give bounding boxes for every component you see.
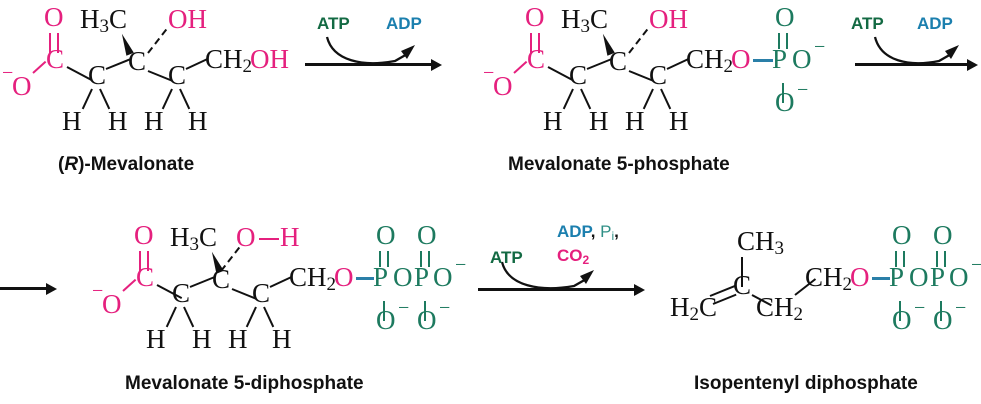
atom-h2: H (589, 106, 609, 136)
atom-phosphoryl-oxygen-2: O (417, 220, 437, 250)
atom-phosphorus-1: P (889, 262, 905, 292)
atom-phosphate-2-oxygen-bottom: O (417, 305, 437, 335)
atom-phosphoryl-oxygen: O (775, 2, 795, 32)
charge-terminal-negative: − (455, 254, 467, 276)
atom-phosphorus-1: P (373, 262, 389, 292)
curved-cofactor-arrow-3 (500, 261, 594, 290)
atom-h4: H (272, 324, 292, 354)
atom-h4: H (669, 106, 689, 136)
cofactor-adp-1: ADP (386, 14, 422, 33)
atom-ester-oxygen: O (850, 262, 870, 292)
charge-phosphate-2-negative: − (955, 297, 967, 319)
atom-c3: C (128, 46, 147, 76)
atom-ester-oxygen: O (731, 44, 751, 74)
charge-carboxylate-negative: − (483, 62, 495, 84)
atom-hydroxyl: OH (649, 4, 688, 34)
atom-h3: H (144, 106, 164, 136)
atom-terminal-hydroxyl: OH (250, 44, 289, 74)
atom-h1: H (543, 106, 563, 136)
atom-c2: C (88, 60, 107, 90)
atom-alkene-carbon: C (733, 270, 752, 300)
atom-c5-ch2: CH2 (205, 44, 253, 77)
cofactor-adp-pi-3: ADP, Pi, (557, 222, 619, 243)
charge-terminal-negative: − (971, 254, 981, 276)
atom-carboxylate-oxygen-anion: O (493, 71, 513, 101)
cofactor-atp-1: ATP (317, 14, 350, 33)
atom-carboxyl-carbon: C (136, 262, 155, 292)
atom-bridging-oxygen: O (393, 262, 413, 292)
atom-carboxylate-oxygen-anion: O (12, 71, 32, 101)
atom-c3: C (212, 264, 231, 294)
atom-bridging-oxygen: O (909, 262, 929, 292)
charge-phosphate-right-negative: − (814, 36, 826, 58)
atom-carboxyl-oxygen-double: O (134, 220, 154, 250)
atom-ester-oxygen: O (334, 262, 354, 292)
atom-ch2-b: CH2 (805, 262, 853, 295)
charge-carboxylate-negative: − (92, 280, 104, 302)
atom-phosphorus-2: P (930, 262, 946, 292)
charge-carboxylate-negative: − (2, 62, 14, 84)
atom-ch2-a: CH2 (756, 292, 804, 325)
atom-c3: C (609, 46, 628, 76)
atom-carboxyl-carbon: C (527, 44, 546, 74)
atom-vinyl-ch2: H2C (670, 292, 718, 325)
atom-phosphate-oxygen-bottom: O (775, 87, 795, 117)
caption-mevalonate: (R)-Mevalonate (58, 154, 195, 175)
atom-hydroxyl: OH (168, 4, 207, 34)
caption-mevalonate-5-phosphate: Mevalonate 5-phosphate (508, 154, 730, 175)
atom-h2: H (108, 106, 128, 136)
atom-c2: C (569, 60, 588, 90)
cofactor-adp-2: ADP (917, 14, 953, 33)
atom-h4: H (188, 106, 208, 136)
atom-methyl-label: H3C (561, 4, 609, 37)
atom-c5-ch2: CH2 (686, 44, 734, 77)
atom-c4: C (168, 60, 187, 90)
atom-terminal-oxygen: O (433, 262, 453, 292)
charge-phosphate-1-negative: − (398, 297, 410, 319)
atom-carboxyl-oxygen-double: O (525, 2, 545, 32)
atom-h2: H (192, 324, 212, 354)
atom-carboxyl-oxygen-double: O (44, 2, 64, 32)
atom-carboxylate-oxygen-anion: O (102, 289, 122, 319)
atom-phosphate-1-oxygen-bottom: O (376, 305, 396, 335)
atom-h1: H (62, 106, 82, 136)
atom-c4: C (649, 60, 668, 90)
caption-mevalonate-5-diphosphate: Mevalonate 5-diphosphate (125, 373, 364, 394)
charge-phosphate-bottom-negative: − (797, 79, 809, 101)
atom-c2: C (172, 278, 191, 308)
atom-methyl: CH3 (737, 226, 785, 259)
atom-c5-ch2: CH2 (289, 262, 337, 295)
atom-methyl-label: H3C (170, 222, 218, 255)
atom-c4: C (252, 278, 271, 308)
cofactor-atp-2: ATP (851, 14, 884, 33)
cofactor-co2-3: CO2 (557, 246, 590, 267)
atom-phosphorus-2: P (414, 262, 430, 292)
cofactor-atp-3: ATP (490, 248, 523, 267)
atom-phosphate-2-oxygen-bottom: O (933, 305, 953, 335)
atom-phosphate-1-oxygen-bottom: O (892, 305, 912, 335)
atom-h1: H (146, 324, 166, 354)
charge-phosphate-1-negative: − (914, 297, 926, 319)
charge-phosphate-2-negative: − (439, 297, 451, 319)
curved-cofactor-arrow-2 (873, 36, 959, 65)
atom-hydroxyl-hydrogen: H (280, 222, 300, 252)
atom-methyl-label: H3C (80, 4, 128, 37)
atom-h3: H (625, 106, 645, 136)
atom-phosphoryl-oxygen-1: O (376, 220, 396, 250)
atom-phosphate-oxygen-right: O (792, 44, 812, 74)
atom-hydroxyl-oxygen: O (236, 222, 256, 252)
atom-phosphoryl-oxygen-2: O (933, 220, 953, 250)
atom-phosphorus: P (772, 44, 788, 74)
atom-h3: H (228, 324, 248, 354)
curved-cofactor-arrow-1 (325, 36, 415, 65)
atom-terminal-oxygen: O (949, 262, 969, 292)
atom-phosphoryl-oxygen-1: O (892, 220, 912, 250)
caption-isopentenyl-diphosphate: Isopentenyl diphosphate (694, 373, 918, 394)
atom-carboxyl-carbon: C (46, 44, 65, 74)
